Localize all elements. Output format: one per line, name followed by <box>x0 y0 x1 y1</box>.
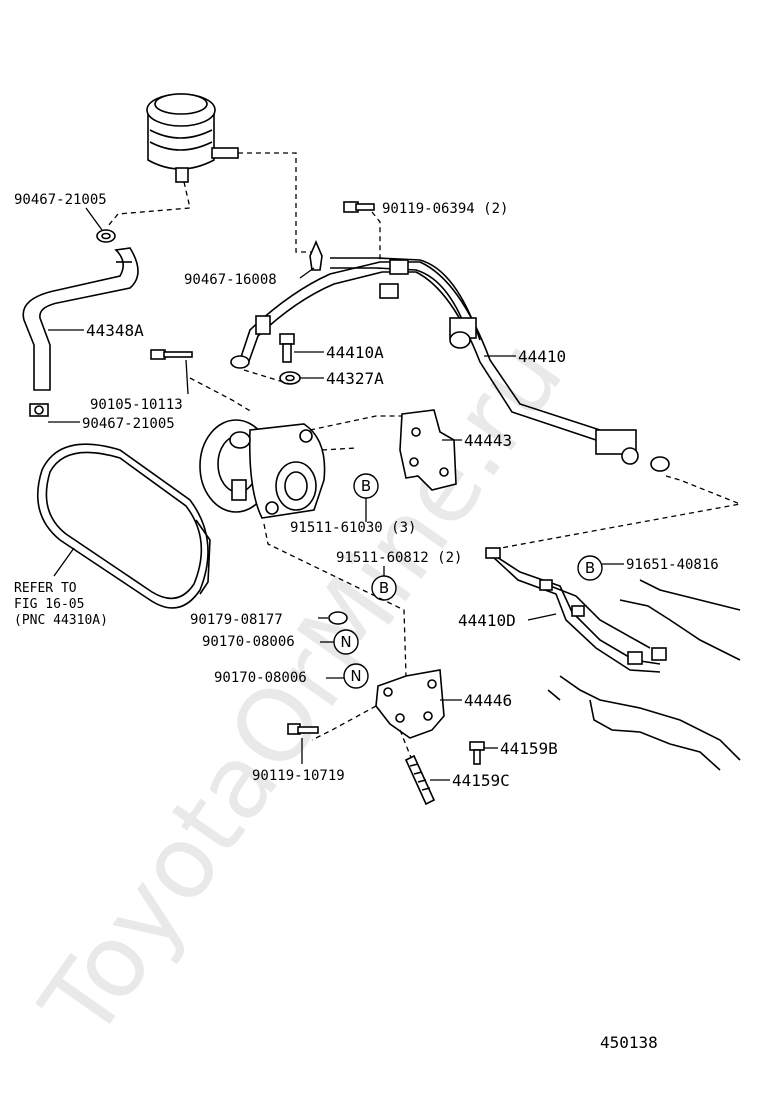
reservoir-tank <box>146 93 239 183</box>
label-nut-n2: 90170-08006 <box>214 670 307 686</box>
symbol-b-2: B <box>371 575 397 601</box>
label-bolt-44159b: 44159B <box>500 739 558 758</box>
bolt-top <box>343 201 375 213</box>
label-nut-90179: 90179-08177 <box>190 612 283 628</box>
label-clip-mid: 90467-16008 <box>184 272 277 288</box>
label-clip-low: 90467-21005 <box>82 416 175 432</box>
label-clip-top: 90467-21005 <box>14 192 107 208</box>
label-hose-return: 44348A <box>86 321 144 340</box>
symbol-b-3: B <box>577 555 603 581</box>
label-bolt-91651: 91651-40816 <box>626 557 719 573</box>
hose-clip-low <box>29 403 49 417</box>
bracket-upper <box>399 409 457 491</box>
figure-number: 450138 <box>600 1033 658 1052</box>
drive-belt <box>36 443 211 609</box>
hose-clip-mid <box>309 239 323 271</box>
bracket-lower <box>375 669 445 739</box>
label-tube-lower: 44410D <box>458 611 516 630</box>
ref-note-line-2: FIG 16-05 <box>14 597 84 612</box>
label-bolt-b2: 91511-60812 (2) <box>336 550 462 566</box>
bolt-pump <box>150 349 193 360</box>
pressure-tube <box>230 257 670 472</box>
label-gasket: 44327A <box>326 369 384 388</box>
svg-text:B: B <box>361 477 371 495</box>
ref-note-line-3: (PNC 44310A) <box>14 613 108 628</box>
symbol-n-2: N <box>343 663 369 689</box>
bolt-44159b <box>469 741 485 765</box>
svg-text:N: N <box>350 667 361 685</box>
bolt-44159c <box>404 754 436 806</box>
label-bolt-top: 90119-06394 (2) <box>382 201 508 217</box>
return-hose <box>22 247 139 391</box>
svg-text:B: B <box>585 559 595 577</box>
union-bolt <box>279 333 295 363</box>
nut-90179 <box>328 611 348 625</box>
label-bracket-lower: 44446 <box>464 691 512 710</box>
svg-text:N: N <box>340 633 351 651</box>
bolt-bottom <box>287 723 319 735</box>
lower-tube <box>485 547 667 673</box>
label-union-bolt: 44410A <box>326 343 384 362</box>
ref-note-line-1: REFER TO <box>14 581 77 596</box>
label-bolt-b3: 91511-61030 (3) <box>290 520 416 536</box>
label-pressure-tube: 44410 <box>518 347 566 366</box>
label-bolt-bottom: 90119-10719 <box>252 768 345 784</box>
hose-clip-top <box>96 229 116 243</box>
symbol-n-1: N <box>333 629 359 655</box>
symbol-b-1: B <box>353 473 379 499</box>
power-steering-pump <box>199 419 326 519</box>
label-bolt-pump: 90105-10113 <box>90 397 183 413</box>
label-bracket-upper: 44443 <box>464 431 512 450</box>
svg-text:B: B <box>379 579 389 597</box>
label-bolt-44159c: 44159C <box>452 771 510 790</box>
steering-gear-housing <box>547 579 741 771</box>
label-nut-n1: 90170-08006 <box>202 634 295 650</box>
